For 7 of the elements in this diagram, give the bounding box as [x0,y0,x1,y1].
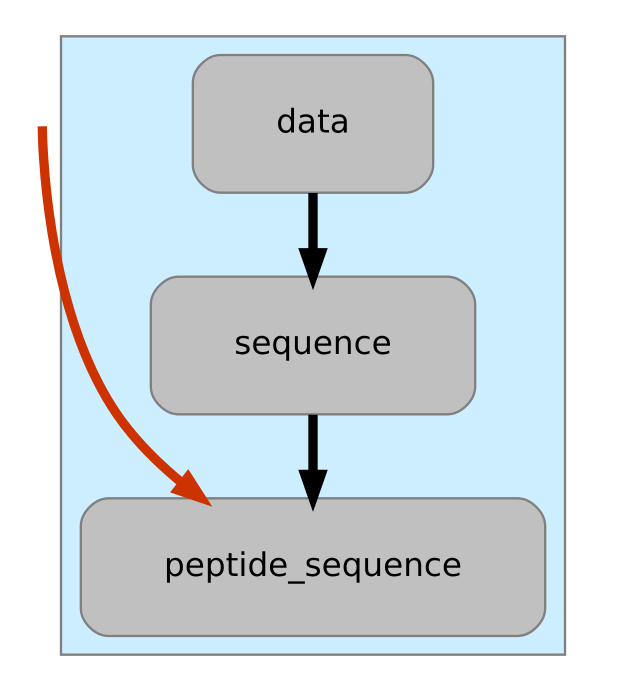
node-box: sequence [149,276,476,416]
node-box: data [191,54,434,194]
arrow [298,414,328,512]
cluster [59,35,566,656]
node-box: peptide_sequence [79,497,546,638]
arrow [298,193,328,290]
arrow [37,126,212,507]
